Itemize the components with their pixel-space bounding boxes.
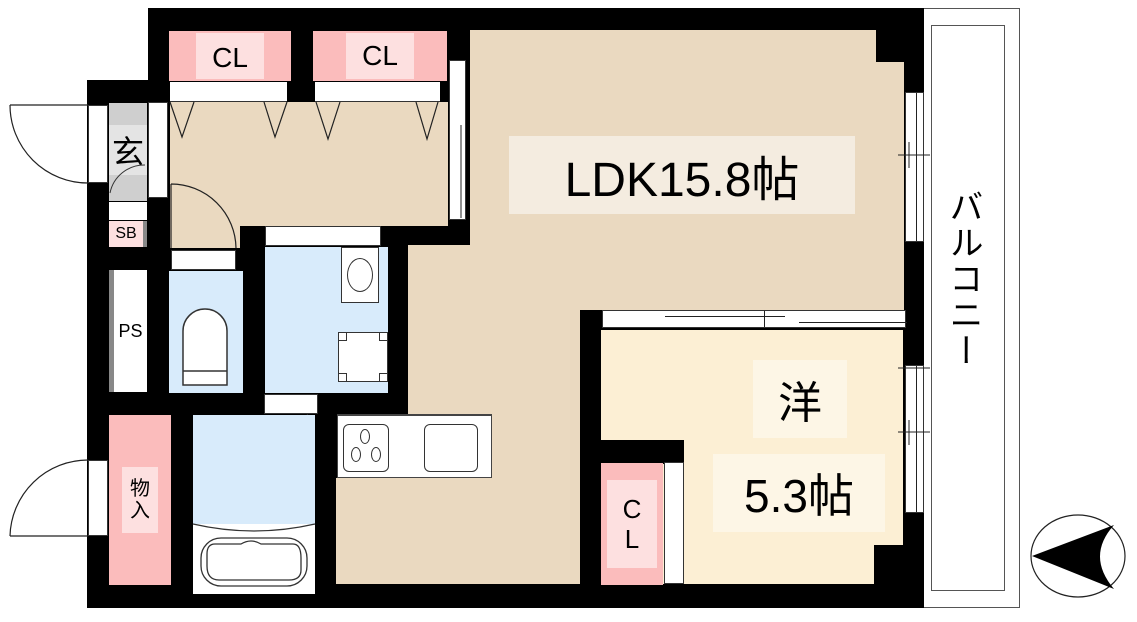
washing-machine-icon — [338, 332, 388, 382]
washroom — [265, 247, 388, 393]
washroom-door[interactable] — [265, 226, 381, 246]
entrance-label: 玄 — [109, 125, 147, 175]
balcony: バルコニー — [922, 8, 1020, 608]
front-door-frame — [88, 105, 108, 183]
closet-3-label: C L — [607, 480, 657, 568]
storage-label-line1: 物 — [130, 478, 150, 500]
entrance-step — [148, 102, 168, 198]
storage-label: 物 入 — [122, 467, 158, 533]
balcony-inner-rail — [931, 25, 1005, 591]
closet-2-label: CL — [346, 33, 414, 79]
closet-1: CL — [169, 31, 291, 81]
closet-3-door[interactable] — [664, 462, 684, 584]
shoe-box: SB — [109, 221, 147, 247]
bathroom — [193, 415, 315, 525]
western-label-size: 5.3帖 — [713, 454, 885, 532]
western-closet-wall — [599, 440, 684, 464]
hallway-lower — [170, 184, 240, 248]
closet-2-door[interactable] — [315, 82, 440, 102]
kitchen-sink-icon — [424, 424, 478, 472]
ldk-room-corner — [876, 62, 904, 310]
sink-icon — [341, 247, 379, 303]
bathtub-icon — [192, 523, 316, 587]
bathroom-door[interactable] — [264, 394, 318, 414]
closet-2: CL — [313, 31, 447, 81]
closet-1-label: CL — [196, 33, 264, 79]
closet-3-label-line2: L — [624, 524, 640, 554]
toilet-room — [169, 271, 243, 393]
closet-3: C L — [601, 463, 663, 585]
toilet-door[interactable] — [171, 250, 236, 270]
shoe-box-top — [109, 202, 147, 220]
toilet-icon — [182, 308, 228, 386]
western-label-kanji: 洋 — [753, 360, 847, 438]
pipe-space: PS — [109, 270, 147, 392]
western-sliding-door[interactable] — [602, 310, 907, 328]
balcony-label: バルコニー — [944, 189, 982, 369]
stove-icon — [343, 424, 389, 472]
storage-label-line2: 入 — [130, 500, 150, 522]
storage: 物 入 — [109, 415, 171, 585]
ldk-window[interactable] — [905, 92, 924, 242]
kitchen-counter — [337, 414, 492, 478]
ldk-label: LDK15.8帖 — [509, 136, 855, 214]
kitchen-floor — [336, 478, 580, 584]
western-window[interactable] — [905, 365, 924, 513]
storage-door-frame — [88, 460, 108, 536]
closet-3-label-line1: C — [622, 494, 642, 524]
hall-ldk-door[interactable] — [449, 60, 466, 220]
closet-1-door[interactable] — [170, 82, 287, 102]
bathtub-area — [192, 523, 316, 594]
north-arrow-icon — [1030, 514, 1126, 598]
western-room-corner-wall — [874, 545, 904, 585]
